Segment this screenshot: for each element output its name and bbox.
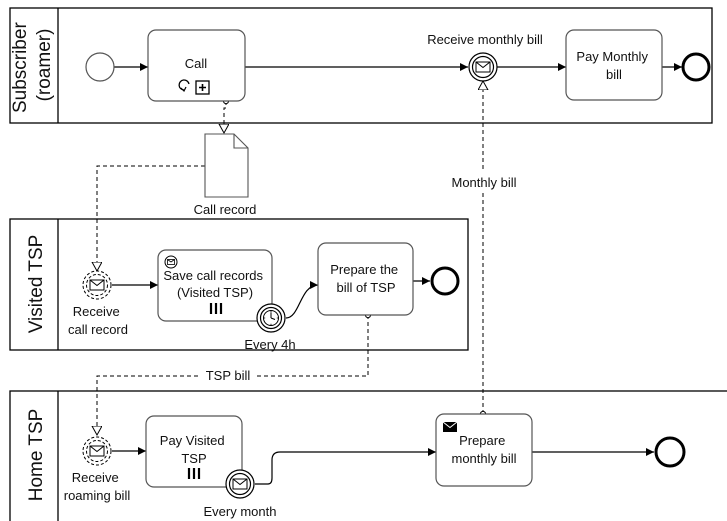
send-message-icon — [442, 421, 458, 432]
association-record-to-receive-call — [97, 165, 205, 270]
svg-text:Call: Call — [185, 56, 208, 71]
message-start-icon — [164, 255, 178, 269]
message-boundary-event — [225, 469, 255, 499]
every-4h-label: Every 4h — [244, 337, 295, 352]
pool-label-visited-tsp: Visited TSP — [26, 235, 47, 334]
loop-icon — [178, 79, 190, 93]
end-event-subscriber — [681, 52, 711, 82]
receive-monthly-bill-event — [468, 52, 498, 82]
multi-instance-icon — [187, 468, 201, 479]
svg-text:Prepare monthly bill: Prepare monthly bill — [451, 433, 516, 466]
data-object-call-record — [204, 133, 249, 198]
task-call: Call — [147, 29, 246, 102]
clock-icon — [263, 310, 279, 326]
svg-text:Pay Visited TSP: Pay Visited TSP — [160, 433, 228, 466]
receive-monthly-bill-label: Receive monthly bill — [427, 32, 543, 47]
start-event-subscriber — [85, 52, 115, 82]
end-event-home — [654, 436, 686, 468]
envelope-icon — [475, 61, 491, 73]
pool-label-subscriber: Subscriber (roamer) — [10, 17, 55, 113]
subprocess-plus-icon — [195, 80, 210, 95]
receive-roaming-bill-event — [82, 436, 112, 466]
pool-label-home-tsp: Home TSP — [26, 409, 47, 502]
envelope-icon — [89, 445, 105, 457]
monthly-bill-flow-label: Monthly bill — [451, 175, 516, 190]
end-event-visited — [430, 266, 460, 296]
task-pay-monthly-bill: Pay Monthly bill — [565, 29, 663, 101]
sequence-flows — [112, 63, 682, 485]
multi-instance-icon — [209, 303, 223, 314]
tsp-bill-flow-label: TSP bill — [206, 368, 251, 383]
receive-call-record-label: Receive call record — [68, 304, 128, 337]
svg-text:Pay Monthly bill: Pay Monthly bill — [576, 49, 651, 82]
svg-text:Save call records (Visit: Save call records (Visited TSP) — [163, 268, 266, 300]
receive-roaming-bill-label: Receive roaming bill — [64, 470, 131, 503]
tsp-bill-label-bg — [200, 368, 256, 384]
monthly-bill-label-bg — [440, 172, 528, 192]
receive-monthly-label-bg — [417, 30, 553, 48]
flow-every-month-to-prepare — [255, 448, 436, 485]
call-record-label: Call record — [194, 202, 257, 217]
task-prepare-tsp-bill: Prepare the bill of TSP — [317, 242, 414, 316]
timer-boundary-event — [256, 303, 286, 333]
envelope-icon — [232, 478, 248, 490]
task-prepare-monthly-bill: Prepare monthly bill — [435, 413, 533, 487]
svg-text:Prepare the bill of TSP: Prepare the bill of TSP — [330, 262, 402, 295]
every-month-label: Every month — [204, 504, 277, 519]
task-pay-visited-tsp: Pay Visited TSP — [145, 415, 243, 488]
task-save-call-records: Save call records (Visited TSP) — [157, 249, 273, 322]
receive-call-record-event — [82, 270, 112, 300]
association-call-to-record — [224, 101, 226, 132]
envelope-icon — [89, 279, 105, 291]
